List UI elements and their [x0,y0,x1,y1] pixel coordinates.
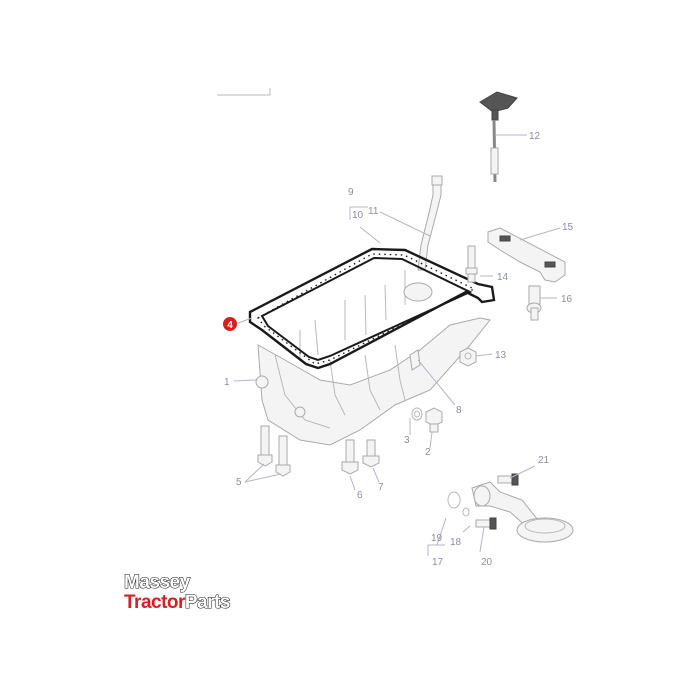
strainer-screw-20[interactable] [475,517,497,530]
callout-14: 14 [497,272,509,283]
drain-plug[interactable] [425,407,443,433]
callout-11: 11 [368,206,379,217]
dipstick-tube[interactable] [417,175,443,271]
oil-pan[interactable] [255,270,491,446]
callout-21: 21 [538,455,550,466]
seal-ring[interactable] [411,407,423,421]
callout-4-highlight[interactable]: 4 [223,317,237,331]
dipstick[interactable] [479,91,518,183]
screw-7[interactable] [362,439,380,468]
logo-line2: TractorParts [124,592,230,613]
callout-6: 6 [357,490,363,501]
oil-strainer[interactable] [447,481,574,543]
stud[interactable] [465,245,478,283]
callout-7: 7 [378,482,384,493]
callout-17: 17 [432,557,444,568]
logo-parts: Parts [185,592,230,613]
callout-8: 8 [456,405,462,416]
callout-9: 9 [348,187,354,198]
callout-18: 18 [450,537,462,548]
callout-2: 2 [425,447,431,458]
leader-lines [233,134,561,556]
callout-10: 10 [352,210,364,221]
callout-16: 16 [561,294,573,305]
callout-3: 3 [404,435,410,446]
logo-tractor: Tractor [124,592,186,613]
strainer-screw-21[interactable] [497,473,519,486]
callout-4: 4 [227,320,233,331]
nut-13[interactable] [459,347,477,367]
screw-5a[interactable] [257,425,273,467]
callout-1: 1 [224,377,230,388]
callout-15: 15 [562,222,574,233]
callout-13: 13 [495,350,507,361]
callout-12: 12 [529,131,541,142]
bolt-16[interactable] [526,285,542,321]
gasket[interactable] [248,247,496,370]
baffle-plate[interactable] [487,227,566,283]
callout-19: 19 [431,533,443,544]
o-ring-19[interactable] [462,507,470,517]
logo-line1: Massey [124,572,191,593]
corner-marker [217,88,271,96]
massey-tractor-parts-logo: Massey TractorParts [123,571,231,613]
screw-5b[interactable] [275,435,291,477]
screw-6[interactable] [341,439,359,475]
callout-5: 5 [236,477,242,488]
callout-20: 20 [481,557,493,568]
